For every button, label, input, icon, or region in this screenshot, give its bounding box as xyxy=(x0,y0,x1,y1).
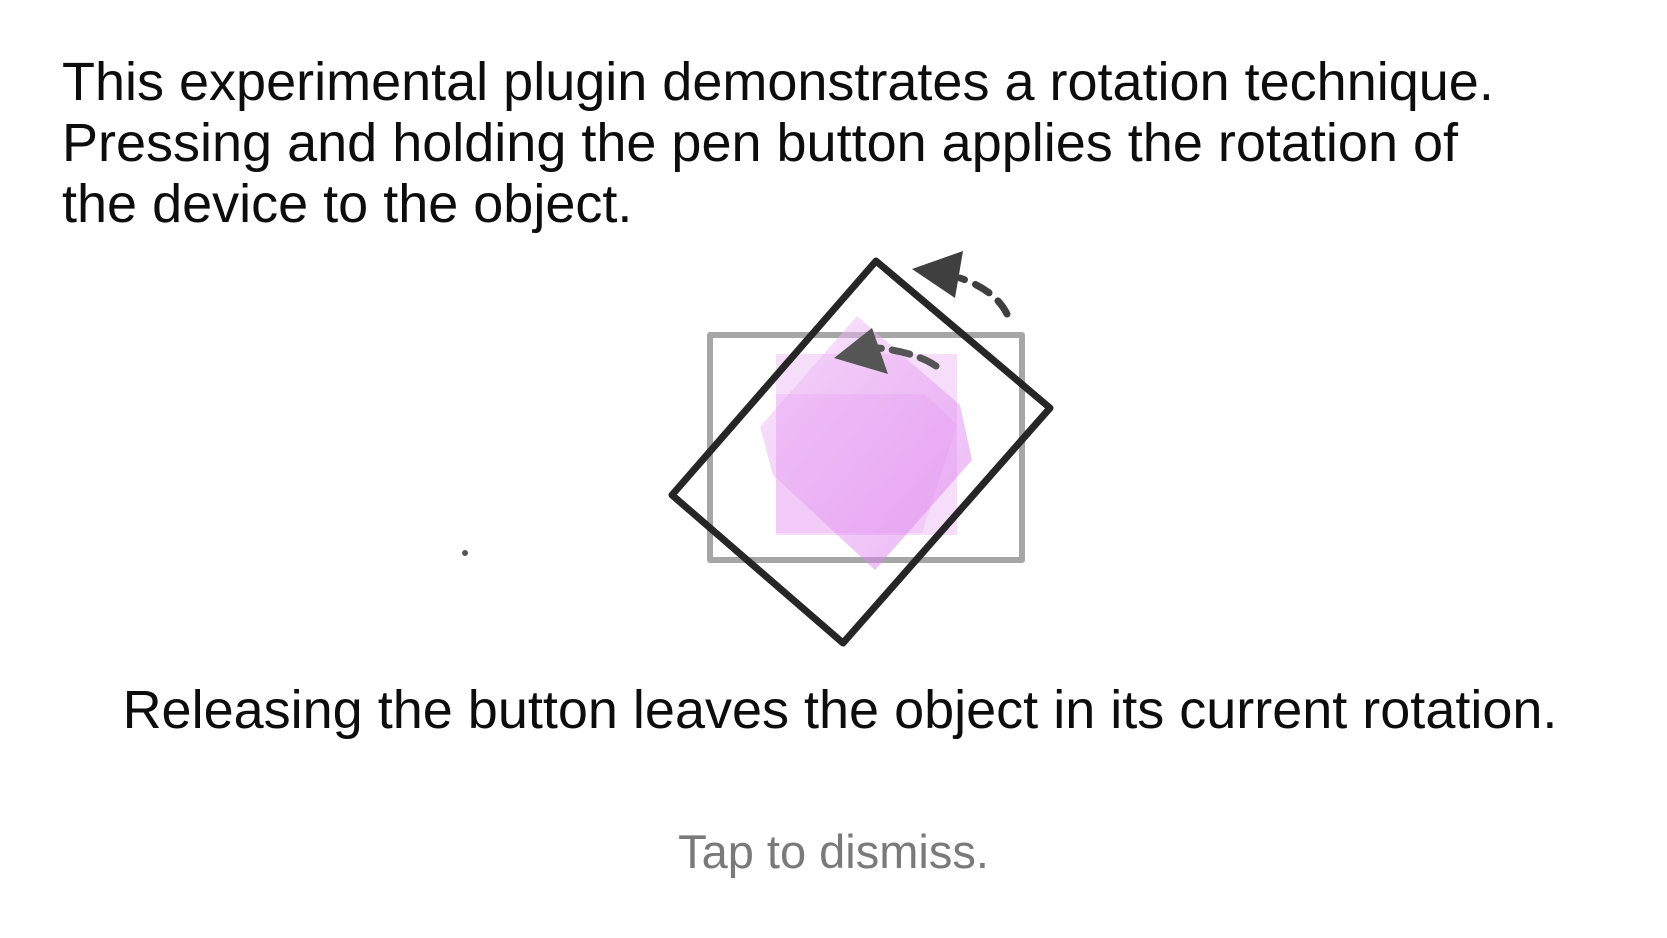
intro-line-3: the device to the object. xyxy=(62,174,633,234)
object-overlap xyxy=(776,394,957,533)
dismiss-label[interactable]: Tap to dismiss. xyxy=(678,825,989,878)
device-outline-rotated xyxy=(668,257,1054,647)
object-original xyxy=(776,354,957,535)
release-text: Releasing the button leaves the object i… xyxy=(122,680,1558,740)
device-rotation-arrowhead xyxy=(912,251,963,298)
stray-dot xyxy=(462,550,468,556)
intro-line-2: Pressing and holding the pen button appl… xyxy=(62,113,1459,173)
object-rotation-arrow xyxy=(874,344,940,370)
device-rotation-arrow xyxy=(956,274,1011,318)
intro-text: This experimental plugin demonstrates a … xyxy=(62,52,1642,235)
object-rotation-arrowhead xyxy=(834,328,888,374)
object-rotated xyxy=(760,316,972,570)
intro-line-1: This experimental plugin demonstrates a … xyxy=(62,52,1494,112)
device-outline-original xyxy=(707,332,1025,563)
